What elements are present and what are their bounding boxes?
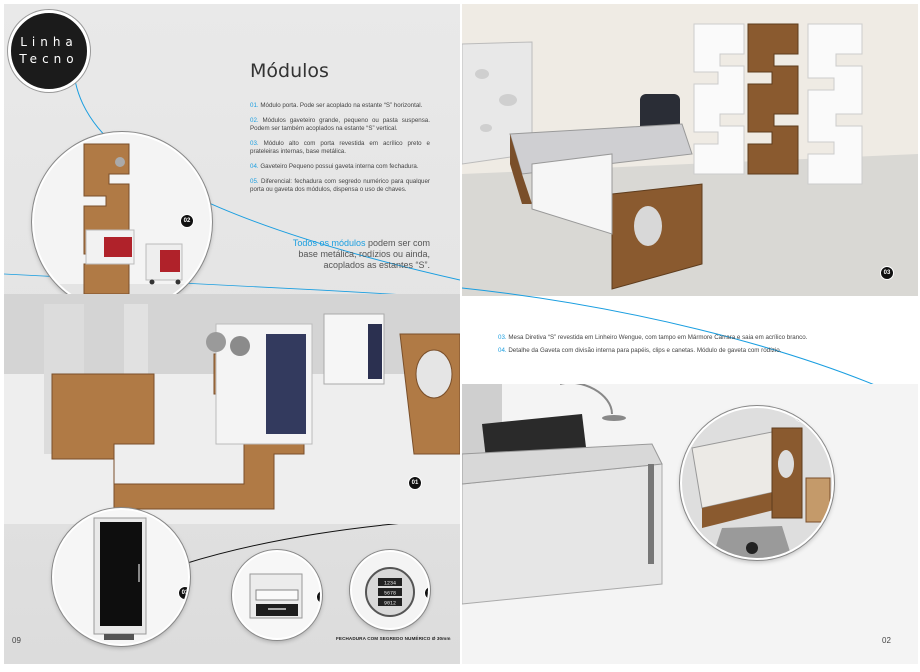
- right-page: 03 03. Mesa Diretiva “S” revestida em Li…: [462, 4, 918, 664]
- feature-num: 01.: [250, 102, 259, 109]
- description-num: 04.: [498, 347, 507, 354]
- tall-module-illustration: [54, 510, 188, 644]
- product-photo-desk-detail: [462, 384, 918, 664]
- logo-line-1: Linha: [20, 35, 78, 49]
- product-circle-04: 04: [232, 550, 322, 640]
- modules-room-illustration: [4, 294, 460, 524]
- feature-item-01: 01. Módulo porta. Pode ser acoplado na e…: [250, 102, 430, 110]
- feature-text: Módulo alto com porta revestida em acríl…: [250, 140, 430, 155]
- quote-text-2: base metálica, rodízios ou ainda,: [298, 249, 430, 259]
- badge-right-03: 03: [880, 266, 894, 280]
- quote-highlight: Todos os módulos: [292, 238, 366, 248]
- badge-right-04: 04: [794, 408, 808, 422]
- lock-digits-2: 5678: [384, 591, 396, 597]
- feature-item-05: 05. Diferencial: fechadura com segredo n…: [250, 178, 430, 194]
- page-title: Módulos: [250, 60, 329, 82]
- description-text: Mesa Diretiva “S” revestida em Linheiro …: [508, 334, 808, 341]
- badge-02: 02: [180, 214, 194, 228]
- desk-chair-illustration: [462, 384, 918, 664]
- feature-num: 04.: [250, 163, 259, 170]
- page-number-left: 09: [12, 636, 21, 645]
- product-photo-01: 01: [4, 294, 460, 524]
- quote-text-1: podem ser com: [365, 238, 430, 248]
- lock-digits-3: 9012: [384, 601, 396, 607]
- product-circle-02: 02: [32, 132, 212, 312]
- feature-text: Módulo porta. Pode ser acoplado na estan…: [260, 102, 423, 109]
- description-text: Detalhe da Gaveta com divisão interna pa…: [508, 347, 782, 354]
- product-circle-05: 1234 5678 9012 05: [350, 550, 430, 630]
- feature-text: Gaveteiro Pequeno possui gaveta interna …: [260, 163, 419, 170]
- numeric-lock-illustration: 1234 5678 9012: [352, 552, 428, 628]
- description-item-04: 04. Detalhe da Gaveta com divisão intern…: [498, 347, 912, 355]
- drawer-detail-illustration: [682, 408, 832, 558]
- product-circle-03: 03: [52, 508, 190, 646]
- badge-01: 01: [408, 476, 422, 490]
- product-photo-03: 03: [462, 4, 918, 296]
- feature-num: 02.: [250, 117, 259, 124]
- director-desk-room-illustration: [462, 4, 918, 296]
- feature-text: Módulos gaveteiro grande, pequeno ou pas…: [250, 117, 430, 132]
- feature-num: 03.: [250, 140, 259, 147]
- page-number-right: 02: [882, 636, 891, 645]
- quote-text-3: acoplados as estantes “S”.: [323, 260, 430, 270]
- feature-item-04: 04. Gaveteiro Pequeno possui gaveta inte…: [250, 163, 430, 171]
- feature-item-03: 03. Módulo alto com porta revestida em a…: [250, 140, 430, 156]
- left-page: Linha Tecno Módulos 01. Módulo porta. Po…: [4, 4, 460, 664]
- feature-text: Diferencial: fechadura com segredo numér…: [250, 178, 430, 193]
- lock-digits-1: 1234: [384, 581, 396, 587]
- badge-03: 03: [178, 586, 188, 600]
- modules-quote: Todos os módulos podem ser com base metá…: [272, 238, 430, 271]
- feature-num: 05.: [250, 178, 259, 185]
- lock-footnote: FECHADURA COM SEGREDO NUMÉRICO Ø 30mm: [336, 636, 451, 641]
- logo-line-2: Tecno: [19, 52, 79, 66]
- small-drawer-illustration: [234, 552, 320, 638]
- product-circle-right-04: 04: [680, 406, 834, 560]
- description-list: 03. Mesa Diretiva “S” revestida em Linhe…: [498, 334, 912, 360]
- description-item-03: 03. Mesa Diretiva “S” revestida em Linhe…: [498, 334, 912, 342]
- description-num: 03.: [498, 334, 507, 341]
- feature-item-02: 02. Módulos gaveteiro grande, pequeno ou…: [250, 117, 430, 133]
- feature-list: 01. Módulo porta. Pode ser acoplado na e…: [250, 102, 430, 201]
- linha-tecno-logo: Linha Tecno: [8, 10, 90, 92]
